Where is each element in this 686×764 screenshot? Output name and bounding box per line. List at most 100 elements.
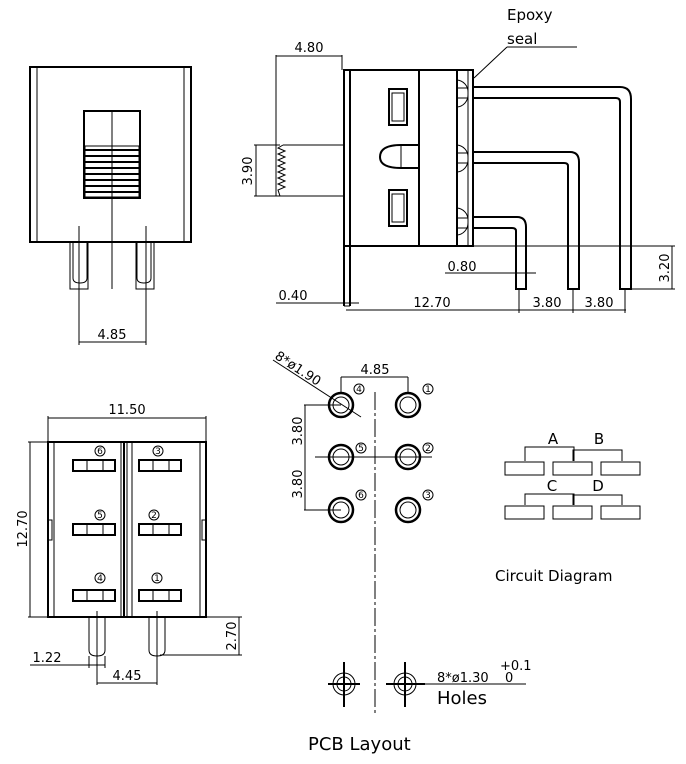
svg-text:3: 3 xyxy=(155,447,161,457)
contact-label-A: A xyxy=(548,430,559,448)
bottom-view: 6 3 5 2 4 1 11.50 12.70 1.22 xyxy=(16,403,242,685)
dim-label: 3.80 xyxy=(291,417,306,446)
circuit-terminal xyxy=(600,505,641,520)
svg-text:5: 5 xyxy=(97,511,103,521)
dim-label: 1.22 xyxy=(33,651,62,666)
side-pin-short xyxy=(473,216,527,290)
svg-text:3: 3 xyxy=(425,491,431,501)
bottom-pin-label: 2 xyxy=(148,509,160,521)
pcb-layout: 4 1 5 2 6 3 8*ø1.90 4.85 3.80 3.80 xyxy=(272,349,532,755)
pcb-pin-label: 4 xyxy=(353,383,365,395)
hole-tolerance-upper: +0.1 xyxy=(500,659,532,674)
pcb-pad xyxy=(327,443,355,471)
svg-text:2: 2 xyxy=(151,511,157,521)
pcb-pin-label: 5 xyxy=(355,442,367,454)
circuit-terminal xyxy=(600,461,641,476)
svg-text:6: 6 xyxy=(97,447,103,457)
front-pin-right xyxy=(135,241,155,290)
pcb-pin-label: 3 xyxy=(422,489,434,501)
pcb-pin-label: 6 xyxy=(355,489,367,501)
dim-label: 4.85 xyxy=(98,328,127,343)
pcb-pin-label: 1 xyxy=(422,383,434,395)
pcb-hole xyxy=(386,662,425,707)
bottom-slot xyxy=(72,589,116,602)
svg-text:2: 2 xyxy=(425,444,431,454)
dim-actuator-height: 3.90 xyxy=(241,144,280,197)
dim-pin-width: 0.80 xyxy=(445,260,536,275)
pcb-pin-label: 2 xyxy=(422,442,434,454)
dim-front-pin-pitch: 4.85 xyxy=(78,226,147,345)
pad-callout: 8*ø1.90 xyxy=(272,349,324,390)
svg-text:1: 1 xyxy=(154,574,160,584)
bottom-slot xyxy=(72,459,116,472)
dim-label: 3.20 xyxy=(658,254,673,283)
contact-A xyxy=(524,446,575,461)
bottom-slot xyxy=(72,523,116,536)
pcb-pad xyxy=(394,443,422,471)
dim-label: 0.40 xyxy=(279,289,308,304)
side-pin-long xyxy=(473,86,632,290)
epoxy-callout-line2: seal xyxy=(507,30,537,48)
contact-B xyxy=(572,449,623,461)
side-window-bottom xyxy=(388,189,408,227)
dim-bottom-pin-length: 2.70 xyxy=(160,616,242,656)
bottom-pin-label: 6 xyxy=(94,445,106,457)
front-body xyxy=(29,66,192,243)
epoxy-seal-arcs xyxy=(456,79,469,236)
circuit-terminal xyxy=(552,461,593,476)
holes-label: Holes xyxy=(437,688,487,709)
contact-label-C: C xyxy=(547,477,557,495)
dim-pcb-col-pitch: 4.85 xyxy=(340,363,409,393)
dim-shell-thickness: 0.40 xyxy=(276,289,359,304)
dim-pin-positions: 12.70 3.80 3.80 xyxy=(346,289,626,313)
pcb-pad xyxy=(394,496,422,524)
svg-text:4: 4 xyxy=(356,385,362,395)
bottom-slot xyxy=(138,589,182,602)
dim-bottom-height: 12.70 xyxy=(16,441,48,618)
front-view: 4.85 xyxy=(29,66,192,345)
pcb-layout-title: PCB Layout xyxy=(308,734,411,755)
dim-label: 3.90 xyxy=(241,157,256,186)
circuit-terminal xyxy=(504,461,545,476)
dim-label: 3.80 xyxy=(585,296,614,311)
dim-label: 12.70 xyxy=(413,296,450,311)
dim-label: 12.70 xyxy=(16,510,31,547)
bottom-pin-label: 3 xyxy=(152,445,164,457)
circuit-terminal xyxy=(504,505,545,520)
dim-label: 11.50 xyxy=(108,403,145,418)
dim-label: 3.80 xyxy=(533,296,562,311)
circuit-diagram: A B C D Circuit Diagram xyxy=(495,430,641,585)
svg-text:1: 1 xyxy=(425,385,431,395)
hole-callout: 8*ø1.30 xyxy=(437,671,489,686)
dim-pcb-row-pitch: 3.80 3.80 xyxy=(291,404,341,511)
contact-label-B: B xyxy=(594,430,604,448)
contact-label-D: D xyxy=(592,477,604,495)
bottom-slot xyxy=(138,523,182,536)
dim-actuator-length: 4.80 xyxy=(275,41,343,196)
svg-text:4: 4 xyxy=(97,574,103,584)
dim-bottom-pin-pitch: 4.45 xyxy=(97,669,157,684)
dim-label: 4.45 xyxy=(113,669,142,684)
side-detent xyxy=(378,144,419,169)
actuator-profile xyxy=(276,144,344,197)
bottom-slot xyxy=(138,459,182,472)
dim-pin-length: 3.20 xyxy=(473,245,675,290)
epoxy-callout-line1: Epoxy xyxy=(507,6,553,24)
side-window-top xyxy=(388,88,408,126)
dim-label: 3.80 xyxy=(291,470,306,499)
bottom-pin-label: 1 xyxy=(151,572,163,584)
hole-tolerance-lower: 0 xyxy=(505,671,513,686)
bottom-pin-label: 5 xyxy=(94,509,106,521)
bottom-pin-label: 4 xyxy=(94,572,106,584)
circuit-diagram-title: Circuit Diagram xyxy=(495,567,612,585)
dim-bottom-pin-width: 1.22 xyxy=(30,651,106,668)
dim-bottom-width: 11.50 xyxy=(47,403,207,442)
svg-text:6: 6 xyxy=(358,491,364,501)
dim-label: 4.80 xyxy=(295,41,324,56)
contact-D xyxy=(572,494,623,505)
pad-callout-leader xyxy=(272,359,362,418)
circuit-terminal xyxy=(552,505,593,520)
side-body xyxy=(343,69,474,247)
side-view: Epoxy seal xyxy=(241,6,675,313)
